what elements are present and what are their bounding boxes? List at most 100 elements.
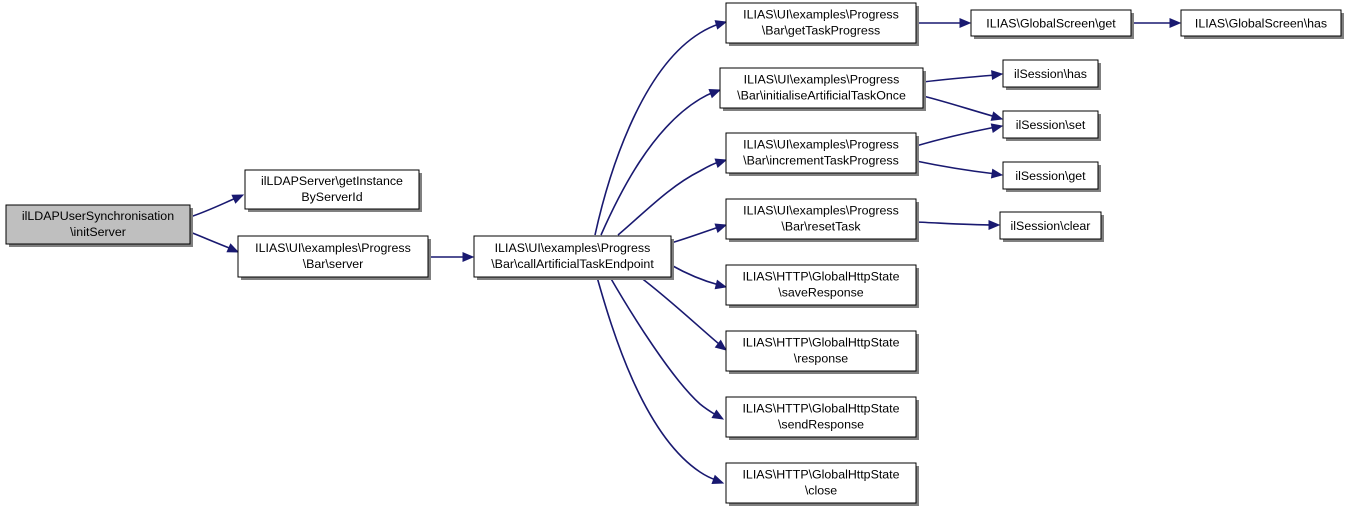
- node-server[interactable]: ILIAS\UI\examples\Progress \Bar\server: [237, 235, 431, 280]
- edge-arrowhead: [714, 158, 728, 168]
- node-label-line2: \Bar\server: [303, 257, 364, 271]
- edge-arrowhead: [708, 88, 722, 99]
- node-box[interactable]: [244, 169, 420, 210]
- edge-arrowhead: [711, 409, 725, 420]
- node-resetTask[interactable]: ILIAS\UI\examples\Progress \Bar\resetTask: [725, 198, 919, 242]
- edge-arrowhead: [226, 243, 240, 253]
- edges-layer: [189, 18, 1182, 485]
- node-label-line1: ILIAS\UI\examples\Progress: [255, 241, 411, 255]
- node-label-line1: ILIAS\UI\examples\Progress: [743, 203, 899, 217]
- node-label-line1: ilLDAPUserSynchronisation: [22, 209, 174, 223]
- edge-line: [609, 276, 717, 416]
- edge-arrowhead: [959, 18, 972, 28]
- edge-arrowhead: [988, 220, 1001, 230]
- node-label: ilSession\set: [1016, 118, 1086, 132]
- edge-arrowhead: [711, 474, 725, 485]
- node-label-line1: ILIAS\UI\examples\Progress: [744, 72, 900, 86]
- node-globalscreen-has[interactable]: ILIAS\GlobalScreen\has: [1180, 9, 1344, 39]
- edge-callArtificialTaskEndpoint-to-incrementTaskProgress: [617, 158, 728, 236]
- edge-line: [600, 91, 715, 236]
- node-box[interactable]: [5, 204, 191, 245]
- edge-arrowhead: [462, 252, 475, 262]
- node-globalscreen-get[interactable]: ILIAS\GlobalScreen\get: [970, 9, 1134, 39]
- node-label: ilSession\clear: [1011, 219, 1091, 233]
- edge-line: [596, 276, 717, 481]
- node-box[interactable]: [725, 198, 917, 240]
- node-sendResponse[interactable]: ILIAS\HTTP\GlobalHttpState \sendResponse: [725, 396, 919, 440]
- node-callArtificialTaskEndpoint[interactable]: ILIAS\UI\examples\Progress \Bar\callArtif…: [473, 235, 674, 280]
- node-label-line2: \Bar\resetTask: [781, 219, 861, 233]
- node-box[interactable]: [725, 264, 917, 306]
- edge-arrowhead: [990, 111, 1004, 121]
- node-close[interactable]: ILIAS\HTTP\GlobalHttpState \close: [725, 462, 919, 506]
- node-saveResponse[interactable]: ILIAS\HTTP\GlobalHttpState \saveResponse: [725, 264, 919, 308]
- edge-arrowhead: [990, 123, 1004, 134]
- node-label-line2: ByServerId: [301, 190, 362, 204]
- node-label-line1: ILIAS\UI\examples\Progress: [743, 7, 899, 21]
- node-ilsession-set[interactable]: ilSession\set: [1002, 110, 1101, 141]
- node-box[interactable]: [725, 2, 917, 44]
- node-label-line2: \sendResponse: [778, 417, 864, 431]
- node-label-line2: \response: [794, 351, 849, 365]
- edge-line: [594, 23, 720, 236]
- edge-arrowhead: [1169, 18, 1182, 28]
- node-response[interactable]: ILIAS\HTTP\GlobalHttpState\response: [725, 330, 919, 374]
- node-initServer[interactable]: ilLDAPUserSynchronisation\initServer: [5, 204, 193, 247]
- edge-callArtificialTaskEndpoint-to-saveResponse: [670, 264, 728, 290]
- edge-callArtificialTaskEndpoint-to-getTaskProgress: [594, 20, 728, 236]
- edge-callArtificialTaskEndpoint-to-close: [596, 276, 725, 485]
- edge-line: [922, 95, 997, 118]
- node-label-line2: \Bar\incrementTaskProgress: [743, 153, 899, 167]
- node-initialiseArtificialTaskOnce[interactable]: ILIAS\UI\examples\Progress\Bar\initialis…: [719, 67, 926, 111]
- node-label: ilSession\get: [1015, 169, 1086, 183]
- edge-initServer-to-getInstanceByServerId: [189, 194, 245, 218]
- edge-line: [922, 74, 997, 83]
- node-box[interactable]: [719, 67, 924, 109]
- edge-line: [915, 221, 994, 226]
- edge-line: [915, 126, 997, 147]
- node-box[interactable]: [473, 235, 672, 278]
- node-box[interactable]: [1002, 59, 1099, 88]
- edge-line: [189, 197, 237, 218]
- node-label-line1: ILIAS\UI\examples\Progress: [495, 241, 651, 255]
- edge-line: [639, 276, 720, 345]
- node-label-line2: \saveResponse: [778, 285, 864, 299]
- node-label-line1: ilLDAPServer\getInstance: [261, 174, 403, 188]
- node-label-line1: ILIAS\HTTP\GlobalHttpState: [742, 269, 899, 283]
- edge-arrowhead: [714, 339, 728, 351]
- node-ilsession-get[interactable]: ilSession\get: [1002, 161, 1101, 192]
- node-label: ilSession\has: [1014, 67, 1087, 81]
- node-box[interactable]: [725, 132, 917, 174]
- node-box[interactable]: [237, 235, 429, 278]
- node-box[interactable]: [1180, 9, 1342, 37]
- node-box[interactable]: [725, 462, 917, 504]
- node-label-line2: \close: [805, 483, 837, 497]
- edge-arrowhead: [714, 20, 728, 30]
- edge-line: [670, 264, 720, 286]
- node-label-line2: \Bar\callArtificialTaskEndpoint: [491, 257, 654, 271]
- edge-callArtificialTaskEndpoint-to-resetTask: [670, 223, 728, 244]
- node-incrementTaskProgress[interactable]: ILIAS\UI\examples\Progress \Bar\increment…: [725, 132, 919, 176]
- node-ilsession-has[interactable]: ilSession\has: [1002, 59, 1101, 90]
- node-ilsession-clear[interactable]: ilSession\clear: [999, 211, 1104, 242]
- node-box[interactable]: [725, 396, 917, 438]
- node-box[interactable]: [1002, 110, 1099, 139]
- node-label-line1: ILIAS\UI\examples\Progress: [743, 137, 899, 151]
- edge-resetTask-to-ilsession-clear: [915, 220, 1001, 230]
- node-label-line1: ILIAS\HTTP\GlobalHttpState: [742, 467, 899, 481]
- node-getTaskProgress[interactable]: ILIAS\UI\examples\Progress \Bar\getTaskPr…: [725, 2, 919, 46]
- node-label-line1: ILIAS\HTTP\GlobalHttpState: [742, 401, 899, 415]
- node-label: ILIAS\GlobalScreen\has: [1195, 16, 1327, 30]
- node-box[interactable]: [725, 330, 917, 372]
- edge-initServer-to-server: [189, 231, 240, 253]
- edge-line: [670, 226, 720, 244]
- edge-incrementTaskProgress-to-ilsession-set: [915, 123, 1004, 147]
- edge-arrowhead: [714, 223, 728, 233]
- node-box[interactable]: [999, 211, 1102, 240]
- edge-arrowhead: [231, 194, 245, 204]
- node-box[interactable]: [1002, 161, 1099, 190]
- node-label-line2: \Bar\getTaskProgress: [762, 23, 880, 37]
- node-box[interactable]: [970, 9, 1132, 37]
